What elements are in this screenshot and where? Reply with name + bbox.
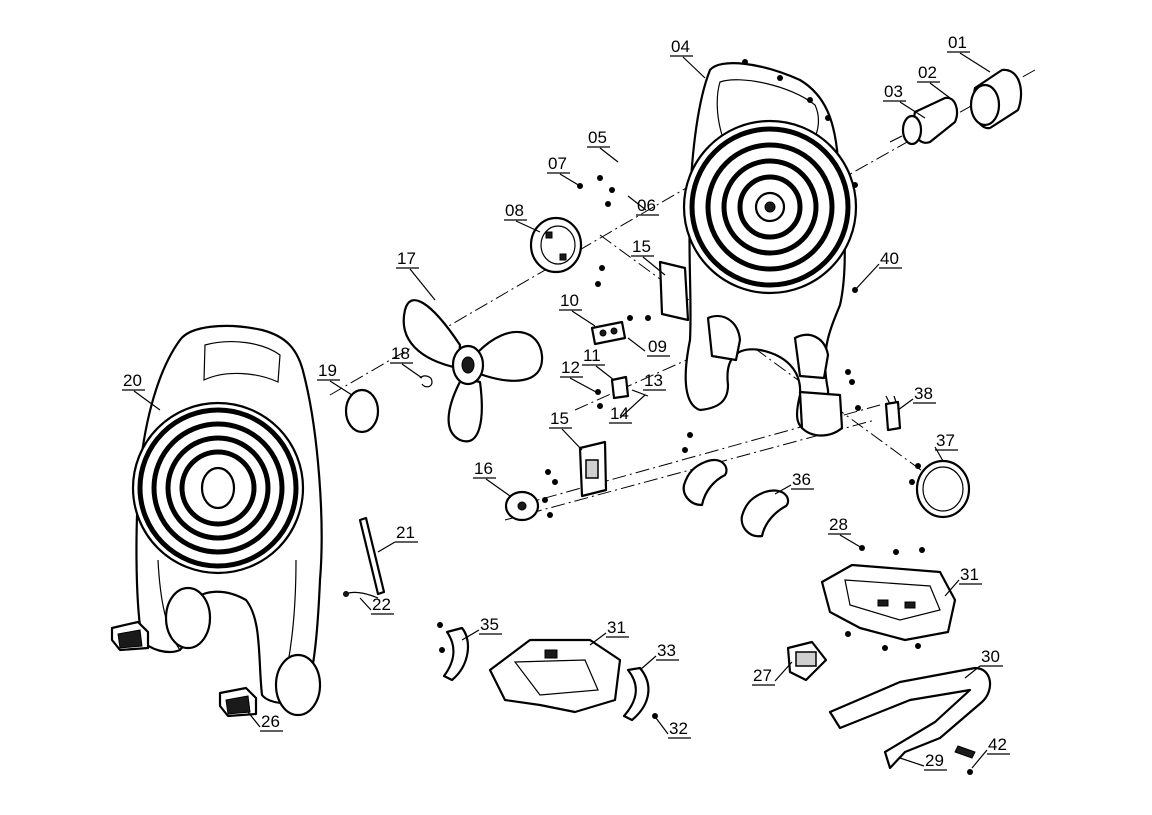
label-01: 01 — [948, 33, 967, 52]
label-10: 10 — [560, 291, 579, 310]
label-31b: 31 — [607, 618, 626, 637]
label-28: 28 — [829, 515, 848, 534]
label-11: 11 — [583, 346, 601, 365]
label-37: 37 — [936, 431, 955, 450]
label-17: 17 — [397, 249, 416, 268]
label-38: 38 — [914, 384, 933, 403]
foot-pads — [110, 620, 258, 718]
label-20: 20 — [123, 371, 142, 390]
label-31a: 31 — [960, 565, 979, 584]
clamp-pieces — [682, 458, 790, 538]
fan-blade — [402, 299, 544, 443]
label-26: 26 — [261, 712, 280, 731]
rear-housing — [682, 62, 858, 437]
label-35: 35 — [480, 615, 499, 634]
switch-parts — [590, 320, 649, 400]
label-02: 02 — [918, 63, 937, 82]
label-19: 19 — [318, 361, 337, 380]
label-30: 30 — [981, 647, 1000, 666]
label-12: 12 — [561, 358, 580, 377]
label-21: 21 — [396, 523, 415, 542]
circuit-boards — [578, 260, 690, 498]
label-42: 42 — [988, 735, 1007, 754]
motor — [889, 96, 959, 146]
small-clip — [954, 745, 976, 759]
strip-and-cable — [343, 516, 386, 599]
label-08: 08 — [505, 201, 524, 220]
label-03: 03 — [884, 82, 903, 101]
leader-lines — [133, 52, 991, 769]
label-16: 16 — [474, 459, 493, 478]
label-33: 33 — [657, 641, 676, 660]
label-15a: 15 — [632, 237, 651, 256]
front-grille-housing — [131, 324, 323, 717]
retaining-ring — [529, 216, 583, 274]
label-04: 04 — [671, 37, 690, 56]
label-40: 40 — [880, 249, 899, 268]
clip — [419, 375, 433, 388]
motor-cover — [969, 68, 1023, 130]
screws — [437, 59, 973, 775]
base-center — [488, 638, 622, 714]
label-14: 14 — [610, 404, 629, 423]
part-labels: 01 02 03 04 05 06 07 08 09 10 11 12 13 1… — [122, 33, 1010, 771]
switch-block — [786, 640, 828, 682]
label-15b: 15 — [550, 409, 569, 428]
label-13: 13 — [644, 371, 663, 390]
label-05: 05 — [588, 128, 607, 147]
label-32: 32 — [669, 719, 688, 738]
label-22: 22 — [372, 595, 391, 614]
base-right — [820, 563, 957, 642]
label-09: 09 — [648, 337, 667, 356]
spinner-cap — [344, 388, 380, 434]
knob — [504, 490, 540, 522]
plug — [884, 395, 902, 432]
label-07: 07 — [548, 154, 567, 173]
carry-handle — [828, 666, 992, 770]
label-27: 27 — [753, 666, 772, 685]
label-36: 36 — [792, 470, 811, 489]
label-18: 18 — [391, 344, 410, 363]
label-06: 06 — [637, 196, 656, 215]
label-29: 29 — [925, 751, 944, 770]
end-cap — [915, 459, 971, 519]
